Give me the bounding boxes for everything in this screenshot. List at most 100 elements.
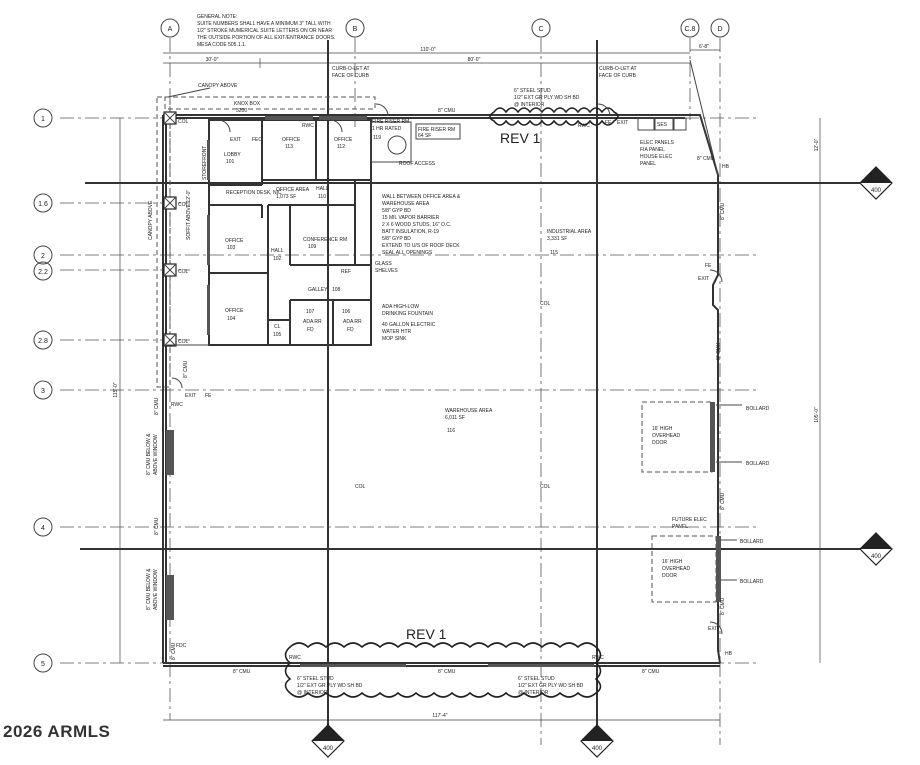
room-name: HALL [316, 186, 329, 192]
window [207, 285, 210, 335]
door-swing [329, 119, 343, 133]
grid-bubble-5 [33, 653, 53, 673]
steel-stud-note: 1/2" EXT GR PLY WD SH BD [518, 683, 584, 689]
roof-access-note: ROOF ACCESS [399, 161, 436, 167]
general-note-line: THE OUTSIDE PORTION OF ALL EXIT/ENTRANCE… [197, 35, 335, 41]
room-number: 104 [227, 316, 236, 322]
future-elec-note: PANEL [672, 524, 688, 530]
room-number: 115 [550, 250, 558, 256]
room-name: INDUSTRIAL AREA [547, 229, 592, 235]
drinking-note: DRINKING FOUNTAIN [382, 311, 433, 317]
cmu-label: 8" CMU [438, 108, 456, 114]
wall-east-angle [689, 59, 719, 176]
grid-bubble-label: 5 [41, 661, 45, 668]
mop-sink-note: MOP SINK [382, 336, 407, 342]
fe-label: FE [705, 263, 712, 269]
room-number: 109 [308, 244, 317, 250]
dimensions: 110'-0" 30'-0" 80'-0" 6'-8" 12'-0" 105'-… [113, 44, 821, 721]
glass-shelves-note: SHELVES [375, 268, 398, 274]
fd-label: FD [307, 327, 314, 333]
room-number: 108 [332, 287, 341, 293]
room-name: LOBBY [224, 152, 241, 158]
room-name: OFFICE [225, 238, 244, 244]
dim-top-right: 6'-8" [699, 44, 709, 50]
exit-label: EXIT [185, 393, 196, 399]
revision-cloud-bottom: REV 1 [284, 626, 602, 698]
door-swing [171, 377, 183, 389]
wall-note: SEAL ALL OPENINGS [382, 250, 433, 256]
room-number: 101 [226, 159, 235, 165]
grid-bubble-28 [33, 330, 53, 350]
col-label: COL [178, 119, 189, 125]
overhead-door-note: OVERHEAD [652, 433, 680, 439]
section-marker-num: 2 [326, 735, 330, 741]
grid-bubble-d [710, 18, 730, 38]
steel-stud-note: 1/2" EXT GR PLY WD SH BD [297, 683, 363, 689]
door-swings [171, 103, 723, 635]
window-note: ABOVE WINDOW [153, 569, 159, 610]
col-label: COL [178, 269, 189, 275]
section-marker-sheet: 400 [871, 554, 882, 560]
steel-stud-note: 6" STEEL STUD [297, 676, 334, 682]
overhead-door-note: DOOR [662, 573, 677, 579]
section-marker-arrow [860, 533, 892, 549]
general-note-line: 1/2" STROKE MUMERICAL SUITE LETTERS ON O… [197, 28, 332, 34]
steel-stud-note: @ INTERIOR [297, 690, 328, 696]
cmu-label: 8" CMU [154, 517, 160, 535]
window [207, 215, 210, 265]
room-labels: LOBBY 101 RECEPTION DESK, NIC OFFICE 113… [224, 119, 592, 434]
overhead-door-note: 16' HIGH [662, 559, 683, 565]
hb-label: HB [725, 651, 733, 657]
room-number: 116 [447, 428, 455, 434]
window [488, 664, 594, 667]
room-name: REF [341, 269, 351, 275]
hb-label: HB [722, 164, 730, 170]
row-bubbles: 1 1.6 2 2.2 2.8 3 4 5 [33, 108, 53, 673]
canopy-outline-top [164, 96, 376, 110]
door-swing [597, 103, 611, 117]
room-number: 112 [337, 144, 345, 150]
fec-label: FEC [252, 137, 262, 143]
fire-riser-room [370, 121, 412, 163]
grid-bubble-c8 [680, 18, 700, 38]
room-number: 105 [273, 332, 282, 338]
misc-labels: 8" CMU 8" CMU 8" CMU 8" CMU 8" CMU 8" CM… [154, 108, 733, 675]
room-name: FIRE RISER RM [372, 119, 409, 125]
grid-bubble-label: A [168, 26, 173, 33]
grid-bubble-3 [33, 380, 53, 400]
fdc-label: FDC [176, 643, 187, 649]
rwc-label: RWC [302, 123, 314, 129]
steel-stud-note: @ INTERIOR [514, 102, 545, 108]
revision-cloud-shape [489, 107, 619, 126]
section-marker-num: 4 [595, 735, 599, 741]
grid-bubble-label: 4 [41, 525, 45, 532]
curb-note: FACE OF CURB [332, 73, 370, 79]
col-label: COL [355, 484, 366, 490]
room-name: OFFICE [225, 308, 244, 314]
elec-panels-note: HOUSE ELEC [640, 154, 673, 160]
cmu-label: 8" CMU [642, 669, 660, 675]
window-note: 8" CMU BELOW & [146, 568, 152, 610]
section-marker-arrow [860, 167, 892, 183]
window [166, 575, 174, 620]
general-note-line: SUITE NUMBERS SHALL HAVE A MINIMUM 3" TA… [197, 21, 331, 27]
room-rating: 1 HR RATED [372, 126, 402, 132]
ses-label: SES [657, 122, 668, 128]
water-heater-note: 40 GALLON ELECTRIC [382, 322, 436, 328]
wall-note: BATT INSULATION, R-19 [382, 229, 439, 235]
fire-riser-pipe [387, 135, 407, 155]
wall-east [685, 114, 721, 664]
water-heater-note: WATER HTR [382, 329, 412, 335]
room-name: FIRE RISER RM [418, 127, 455, 133]
ses-box [654, 117, 674, 131]
exit-label: EXIT [617, 120, 628, 126]
knox-box-label: KNOX BOX [234, 101, 261, 107]
section-marker-1: 1 400 [85, 166, 893, 200]
exterior-walls [162, 59, 721, 667]
cmu-label: 8" CMU [716, 342, 722, 360]
column-x [163, 263, 177, 277]
section-marker-sheet: 400 [592, 746, 603, 752]
col-label: COL [178, 202, 189, 208]
fe-label: FE [605, 120, 612, 126]
